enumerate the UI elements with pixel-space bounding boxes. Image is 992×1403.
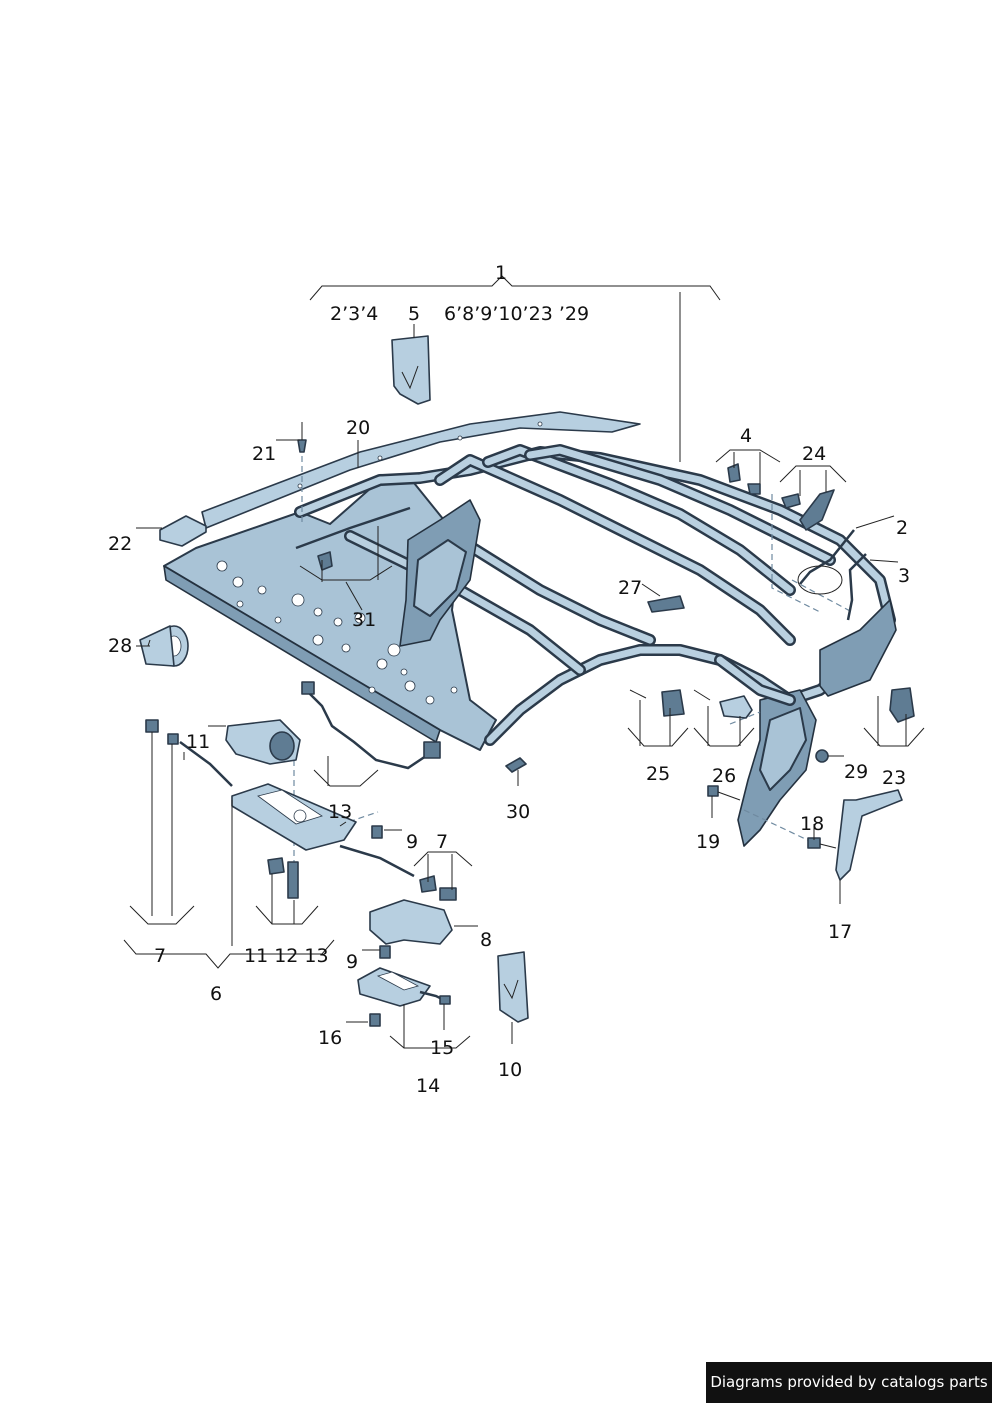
part-22-pad <box>159 515 207 547</box>
label-26: 26 <box>712 765 736 787</box>
part-25-bumper <box>629 689 753 719</box>
label-13: 13 <box>328 801 352 823</box>
part-13-screw <box>287 861 299 899</box>
part-7-screws <box>145 719 179 916</box>
header-panel-holes <box>216 560 458 705</box>
label-9-upper: 9 <box>406 831 418 853</box>
assembly-dashed-lines <box>293 456 853 870</box>
label-6: 6 <box>210 983 222 1005</box>
part-13-wiring-harness <box>301 681 441 770</box>
label-28: 28 <box>108 635 132 657</box>
label-22: 22 <box>108 533 132 555</box>
part-1-top-frame <box>163 444 897 847</box>
part-23-bracket <box>835 687 915 881</box>
part-labels: 1 2’3’4 5 6’8’9’10’23 ’29 20 21 22 4 24 … <box>108 262 910 1097</box>
label-16: 16 <box>318 1027 342 1049</box>
part-14-latch-plate <box>357 967 431 1007</box>
label-7-upper: 7 <box>436 831 448 853</box>
part-10-repair-bag <box>497 951 529 1023</box>
label-1: 1 <box>495 262 507 284</box>
part-8-hinge <box>369 875 457 945</box>
label-27: 27 <box>618 577 642 599</box>
part-15-sensor-wire <box>419 990 451 1005</box>
label-17: 17 <box>828 921 852 943</box>
label-2: 2 <box>896 517 908 539</box>
label-25: 25 <box>646 763 670 785</box>
label-1-sub-c: 6’8’9’10’23 ’29 <box>444 303 589 325</box>
part-16-screw <box>369 1013 381 1027</box>
label-11-12-13: 11 12 13 <box>244 945 329 967</box>
label-7-lower: 7 <box>154 945 166 967</box>
label-4: 4 <box>740 425 752 447</box>
label-18: 18 <box>800 813 824 835</box>
part-5-repair-bag <box>391 335 431 405</box>
part-12-clip <box>267 857 285 875</box>
part-2-cable <box>797 529 855 595</box>
part-3-cable <box>846 553 867 621</box>
label-9-lower: 9 <box>346 951 358 973</box>
label-10: 10 <box>498 1059 522 1081</box>
label-8: 8 <box>480 929 492 951</box>
part-19-screw <box>707 785 741 801</box>
label-31: 31 <box>352 609 376 631</box>
credit-banner: Diagrams provided by catalogs parts <box>706 1362 992 1403</box>
part-27-label <box>647 595 685 613</box>
part-9-screws <box>371 825 391 959</box>
label-30: 30 <box>506 801 530 823</box>
label-1-sub-b: 5 <box>408 303 420 325</box>
label-14: 14 <box>416 1075 440 1097</box>
label-11-top: 11 <box>186 731 210 753</box>
part-24-bracket <box>781 489 835 531</box>
label-19: 19 <box>696 831 720 853</box>
label-3: 3 <box>898 565 910 587</box>
label-23: 23 <box>882 767 906 789</box>
part-11-motor <box>225 719 301 765</box>
part-21-screw <box>297 422 307 453</box>
label-15: 15 <box>430 1037 454 1059</box>
label-20: 20 <box>346 417 370 439</box>
label-21: 21 <box>252 443 276 465</box>
part-28-tape-roll <box>139 625 189 667</box>
part-6-drive-cable <box>179 740 415 878</box>
label-29: 29 <box>844 761 868 783</box>
part-18-screw <box>807 837 837 849</box>
part-29-plug <box>815 749 829 763</box>
part-30-pin <box>505 757 527 773</box>
label-24: 24 <box>802 443 826 465</box>
label-1-sub-a: 2’3’4 <box>330 303 378 325</box>
leader-lines <box>123 275 925 1049</box>
part-4-clips <box>727 463 761 495</box>
